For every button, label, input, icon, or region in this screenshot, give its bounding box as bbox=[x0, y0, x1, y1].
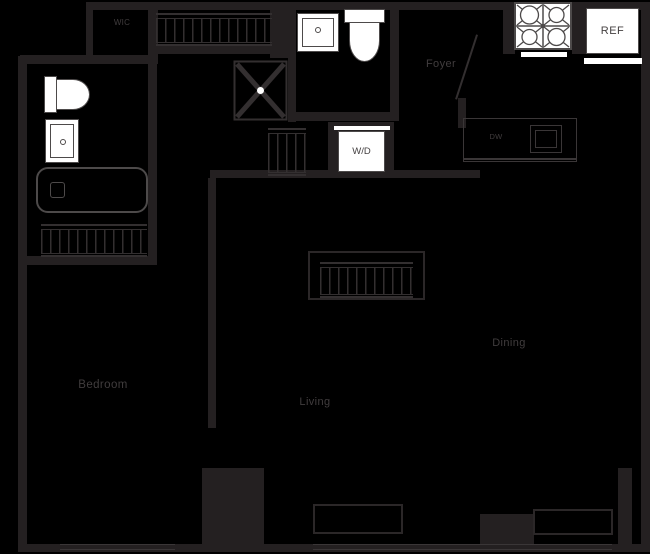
wall bbox=[18, 544, 650, 552]
window bbox=[60, 544, 175, 550]
bay-window bbox=[313, 504, 403, 534]
bathtub-drain bbox=[50, 182, 65, 198]
wall bbox=[155, 46, 272, 54]
wall bbox=[618, 468, 632, 548]
counter-edge bbox=[334, 126, 390, 130]
sink-basin bbox=[50, 124, 74, 158]
closet-grille-icon bbox=[156, 13, 272, 46]
sink-drain bbox=[315, 27, 321, 33]
toilet-icon bbox=[56, 79, 90, 110]
wall bbox=[208, 178, 216, 428]
washer-dryer-box: W/D bbox=[338, 131, 385, 172]
wall bbox=[641, 2, 650, 552]
washer-dryer-label: W/D bbox=[352, 146, 371, 157]
kitchen-sink-icon bbox=[530, 125, 562, 153]
refrigerator-box: REF bbox=[586, 8, 639, 54]
counter-edge-line bbox=[463, 158, 577, 160]
sink-basin bbox=[535, 130, 557, 148]
bathroom-sink-icon bbox=[45, 119, 79, 163]
wall bbox=[503, 2, 515, 54]
wall bbox=[202, 468, 264, 546]
sink-drain bbox=[60, 139, 66, 145]
wall bbox=[86, 2, 650, 10]
fireplace-grille-icon bbox=[320, 262, 413, 298]
refrigerator-label: REF bbox=[600, 25, 625, 37]
bay-window bbox=[533, 509, 613, 535]
wall bbox=[148, 2, 158, 64]
sink-basin bbox=[302, 18, 334, 47]
wall bbox=[18, 56, 27, 550]
wall bbox=[86, 2, 93, 60]
wall bbox=[148, 55, 157, 265]
wall bbox=[294, 112, 394, 121]
window bbox=[313, 544, 612, 550]
room-label-wic: WIC bbox=[113, 18, 131, 27]
wall bbox=[458, 98, 466, 128]
wall bbox=[20, 256, 157, 265]
toilet-icon bbox=[349, 22, 380, 62]
bathroom-sink-icon bbox=[297, 13, 339, 52]
counter-edge bbox=[521, 52, 567, 57]
wall bbox=[288, 2, 296, 122]
wall bbox=[20, 55, 155, 64]
room-label-dining: Dining bbox=[492, 337, 526, 349]
room-label-bedroom: Bedroom bbox=[78, 379, 128, 391]
radiator-grille-icon bbox=[41, 224, 147, 257]
wall bbox=[210, 170, 480, 178]
kitchen-counter: DW bbox=[463, 118, 577, 162]
toilet-tank-icon bbox=[344, 9, 385, 23]
bathtub-icon bbox=[36, 167, 148, 213]
wall bbox=[572, 2, 586, 54]
wall bbox=[390, 2, 399, 121]
fireplace-icon bbox=[308, 251, 425, 300]
elevator-shaft-x-icon bbox=[232, 59, 289, 122]
stove-burners-icon bbox=[514, 2, 572, 52]
wall bbox=[270, 2, 290, 58]
room-label-living: Living bbox=[299, 396, 331, 408]
stair-grille-icon bbox=[268, 128, 306, 176]
room-label-foyer: Foyer bbox=[425, 58, 457, 70]
wall bbox=[480, 514, 534, 544]
dishwasher-label: DW bbox=[489, 132, 503, 141]
counter-edge bbox=[584, 58, 642, 64]
